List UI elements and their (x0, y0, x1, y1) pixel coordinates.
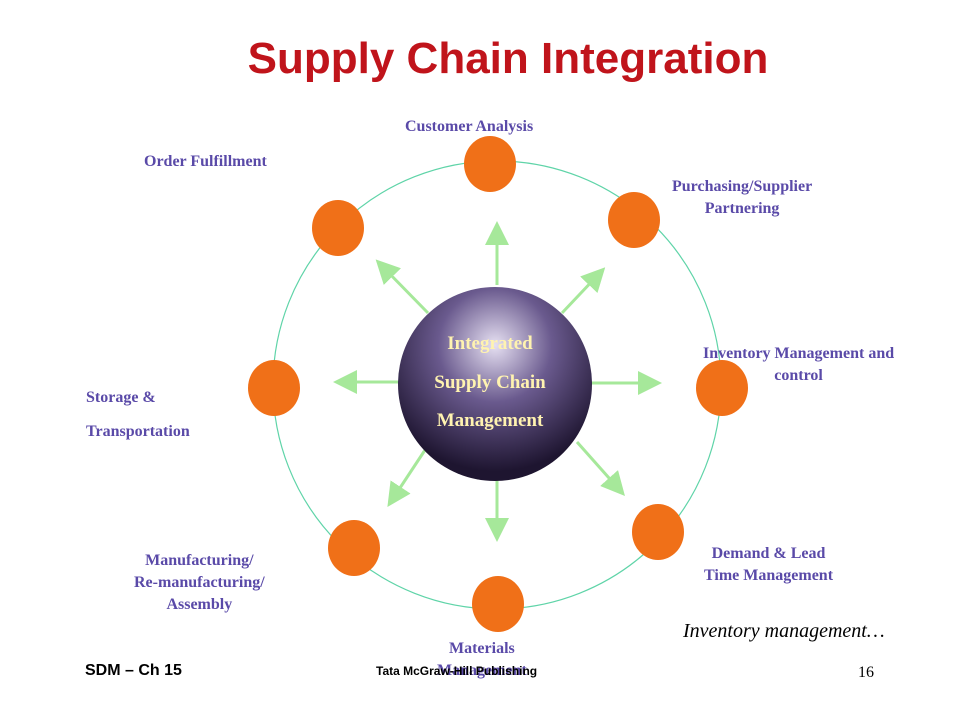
label-order-fulfillment: Order Fulfillment (144, 153, 267, 170)
slide-title: Supply Chain Integration (247, 34, 769, 83)
label-storage: Storage & Transportation (86, 389, 190, 440)
label-inventory: Inventory Management and control (703, 345, 895, 384)
footer-publisher: Tata McGraw-Hill Publishing (376, 664, 538, 678)
arrow-up-right (560, 267, 606, 315)
node-customer-analysis (464, 136, 516, 192)
node-demand (632, 504, 684, 560)
label-demand: Demand & Lead Time Management (704, 545, 834, 584)
node-group (248, 136, 748, 632)
label-customer-analysis: Customer Analysis (405, 118, 534, 135)
node-purchasing (608, 192, 660, 248)
label-manufacturing: Manufacturing/ Re-manufacturing/ Assembl… (134, 552, 265, 613)
node-inventory (696, 360, 748, 416)
radial-arrows (333, 221, 662, 542)
node-materials (472, 576, 524, 632)
node-storage (248, 360, 300, 416)
page-number: 16 (858, 664, 874, 681)
arrow-down-right (575, 441, 625, 496)
arrow-up-left (375, 259, 430, 315)
center-line-2: Supply Chain (434, 372, 546, 393)
center-line-3: Management (436, 410, 544, 431)
node-manufacturing (328, 520, 380, 576)
label-purchasing: Purchasing/Supplier Partnering (672, 178, 813, 217)
inventory-note: Inventory management… (683, 620, 885, 642)
center-line-1: Integrated (447, 333, 533, 354)
center-sphere (398, 287, 592, 481)
label-materials: Materials Management (437, 640, 527, 679)
footer-chapter: SDM – Ch 15 (85, 662, 182, 679)
node-order-fulfillment (312, 200, 364, 256)
arrow-down-left (387, 446, 429, 508)
